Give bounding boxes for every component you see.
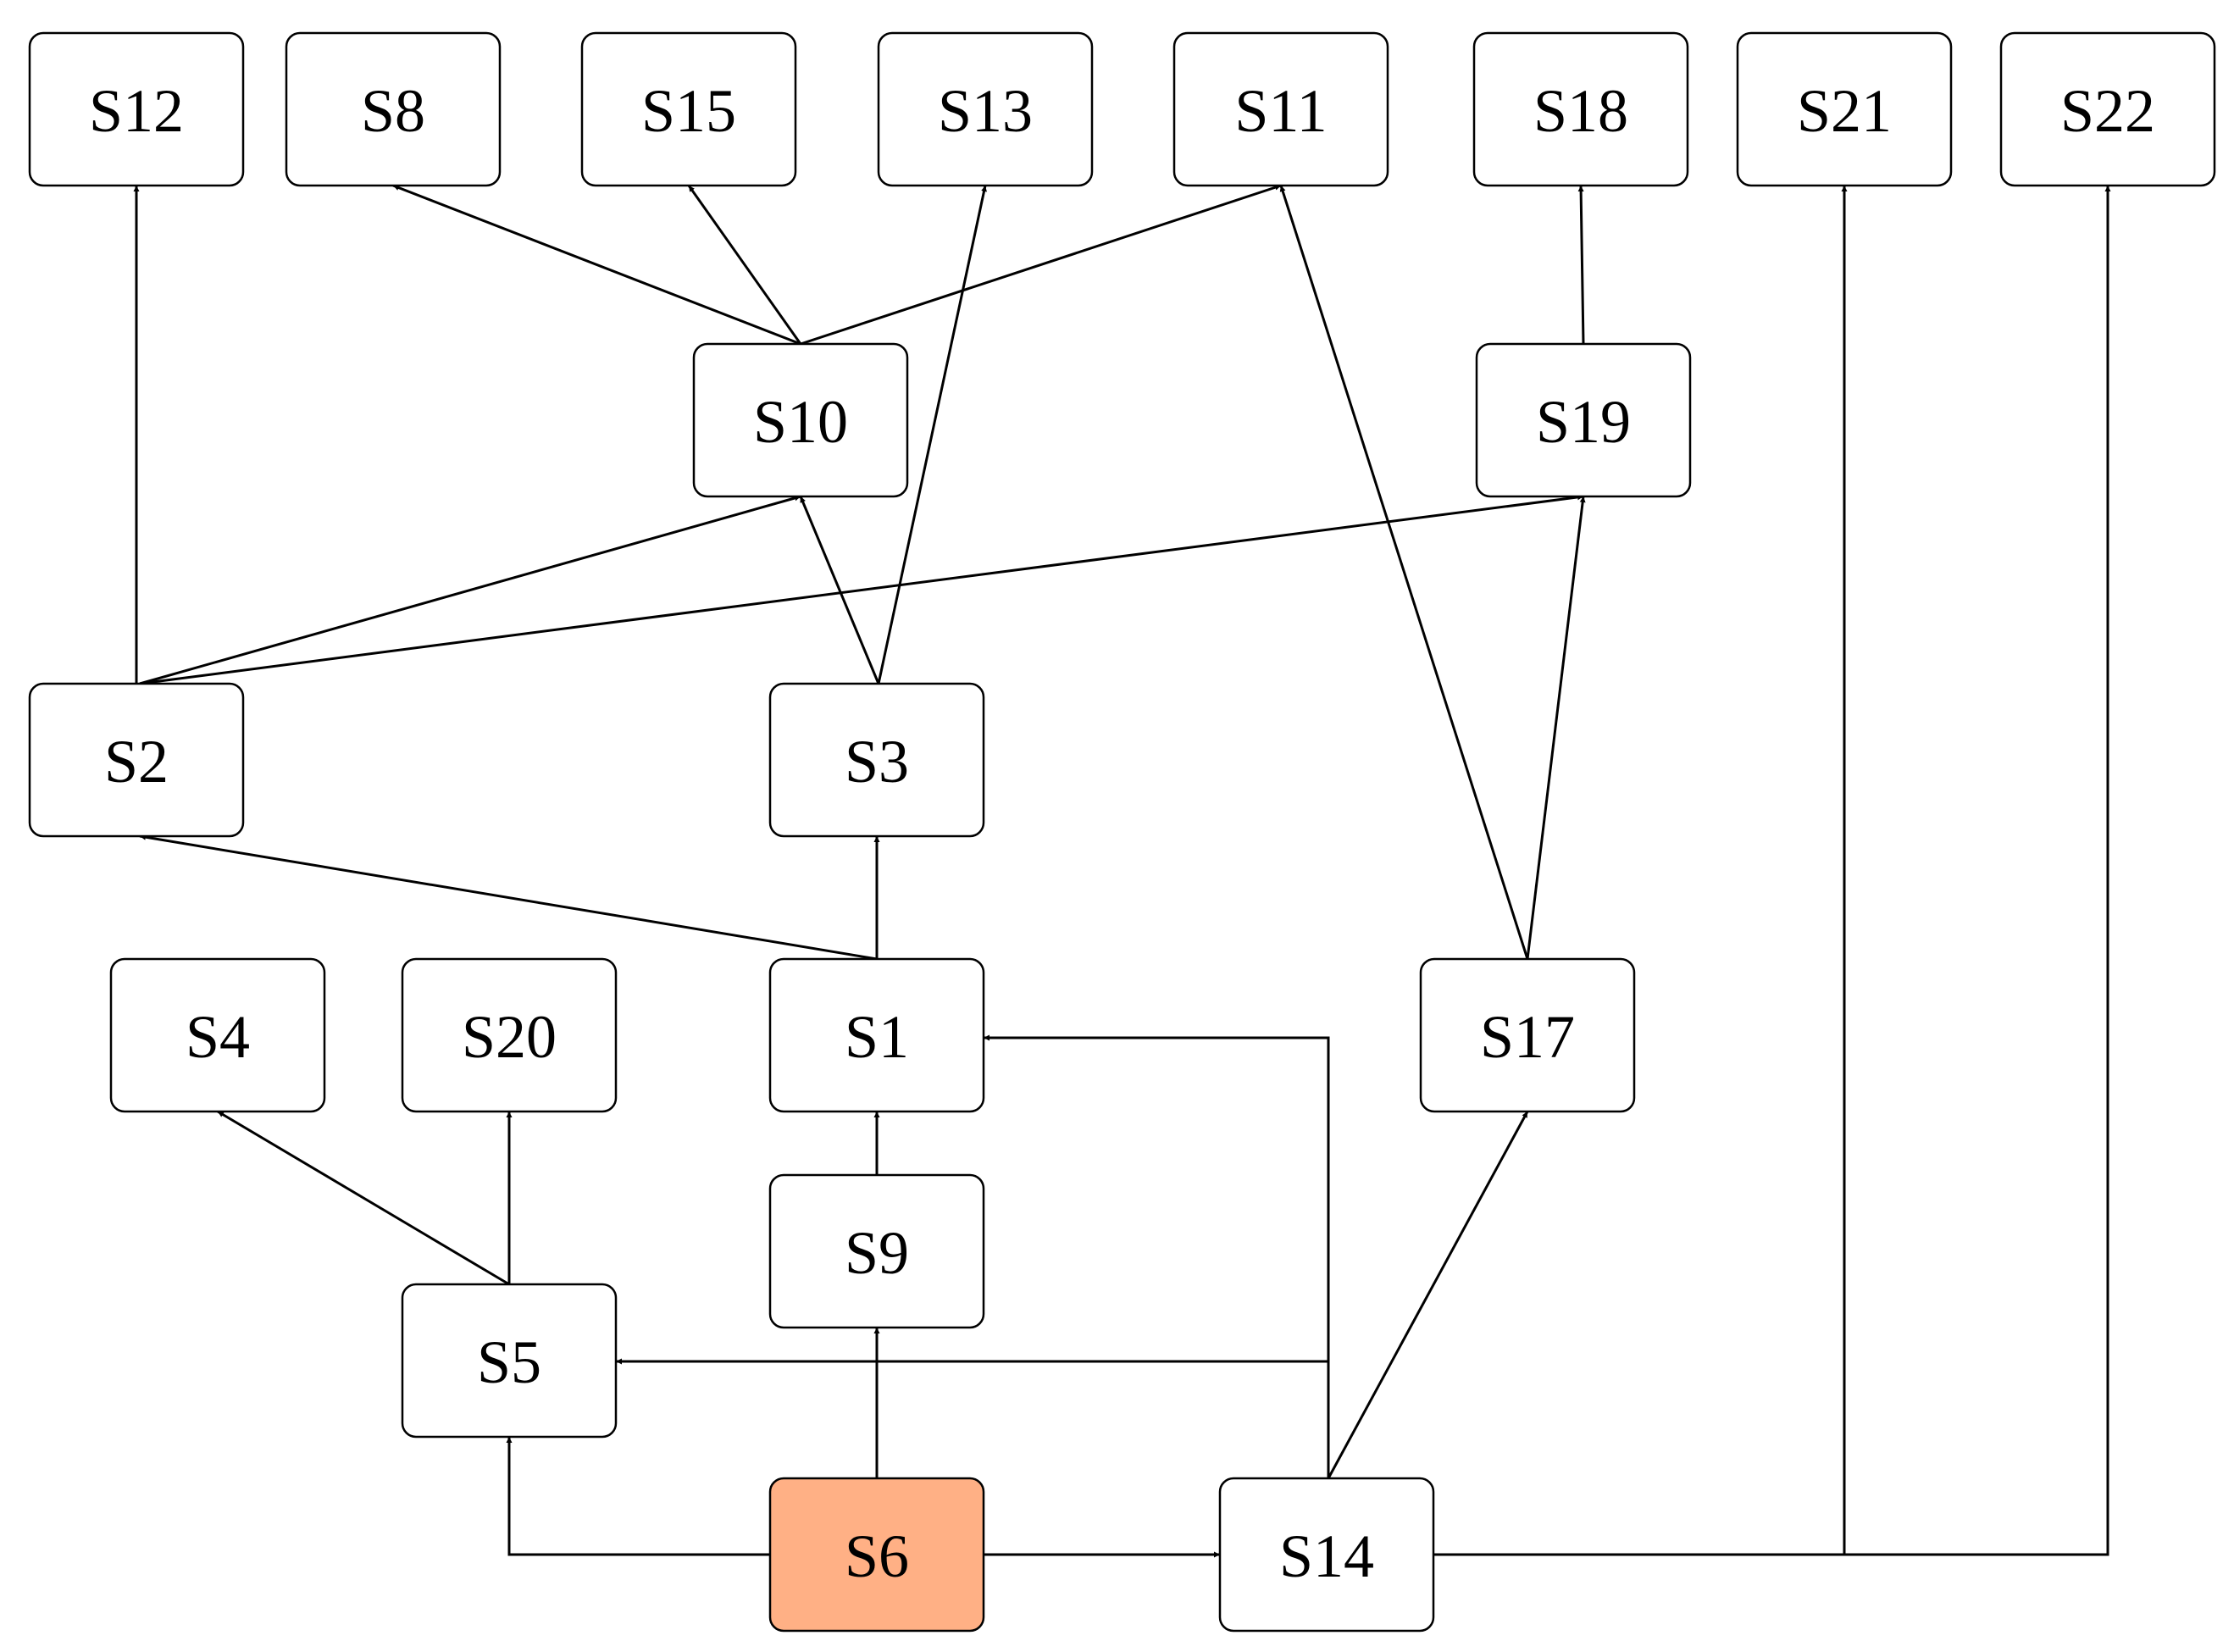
node-box [768,957,985,1113]
node-box [109,957,326,1113]
node-label: S15 [641,77,736,145]
edge-s2-to-s19 [139,494,1584,685]
node-label: S5 [477,1328,541,1396]
node-box [1736,31,1953,187]
node-box [285,31,502,187]
node-label: S17 [1480,1003,1575,1071]
edge-s3-to-s10 [799,496,880,685]
edge-s6-to-s5 [506,1437,770,1556]
edge-s14-to-s1 [984,1034,1330,1478]
node-s15: S15 [580,31,797,187]
node-box [1419,957,1636,1113]
edge-s19-to-s18 [1577,185,1585,345]
node-s1: S1 [768,957,985,1113]
node-s18: S18 [1472,31,1689,187]
node-s14: S14 [1218,1477,1435,1633]
node-label: S22 [2060,77,2155,145]
edge-s2-to-s10 [139,495,801,685]
edge-s3-to-s13 [877,185,987,685]
node-s22: S22 [1999,31,2216,187]
edge-s14-to-s5 [616,1358,1330,1478]
node-label: S2 [104,728,169,796]
node-label: S3 [845,728,909,796]
node-label: S9 [845,1219,909,1287]
node-box [401,1283,618,1439]
node-box [401,957,618,1113]
node-box [768,1477,985,1633]
edge-s10-to-s8 [392,184,801,346]
node-s12: S12 [28,31,245,187]
node-s8: S8 [285,31,502,187]
node-s6: S6 [768,1477,985,1633]
node-s17: S17 [1419,957,1636,1113]
node-s5: S5 [401,1283,618,1439]
node-box [768,682,985,838]
node-box [768,1173,985,1329]
node-s10: S10 [692,342,909,498]
edge-s1-to-s2 [139,834,878,961]
node-label: S6 [845,1522,909,1590]
node-label: S13 [938,77,1033,145]
node-s9: S9 [768,1173,985,1329]
node-s21: S21 [1736,31,1953,187]
edge-s10-to-s15 [687,185,802,345]
node-label: S4 [186,1003,250,1071]
node-box [1475,342,1692,498]
node-box [580,31,797,187]
node-label: S11 [1234,77,1327,145]
node-label: S21 [1797,77,1892,145]
node-label: S19 [1536,388,1631,456]
node-box [1999,31,2216,187]
node-s2: S2 [28,682,245,838]
node-label: S10 [753,388,848,456]
node-label: S14 [1279,1522,1374,1590]
edge-s5-to-s4 [217,1110,510,1286]
node-s3: S3 [768,682,985,838]
node-s20: S20 [401,957,618,1113]
node-box [28,31,245,187]
node-box [1218,1477,1435,1633]
node-box [1472,31,1689,187]
node-box [877,31,1094,187]
edge-s14-to-s22 [1433,186,2111,1556]
node-s19: S19 [1475,342,1692,498]
node-label: S20 [462,1003,557,1071]
node-box [692,342,909,498]
node-s4: S4 [109,957,326,1113]
node-label: S1 [845,1003,909,1071]
edge-s14-to-s17 [1327,1111,1529,1479]
edge-s17-to-s19 [1526,496,1586,960]
edge-s10-to-s11 [800,184,1282,346]
node-s11: S11 [1172,31,1389,187]
edges [133,184,2111,1558]
node-box [1172,31,1389,187]
edge-s17-to-s11 [1279,185,1529,960]
node-box [28,682,245,838]
node-label: S12 [89,77,184,145]
node-label: S8 [361,77,425,145]
node-label: S18 [1533,77,1628,145]
node-s13: S13 [877,31,1094,187]
